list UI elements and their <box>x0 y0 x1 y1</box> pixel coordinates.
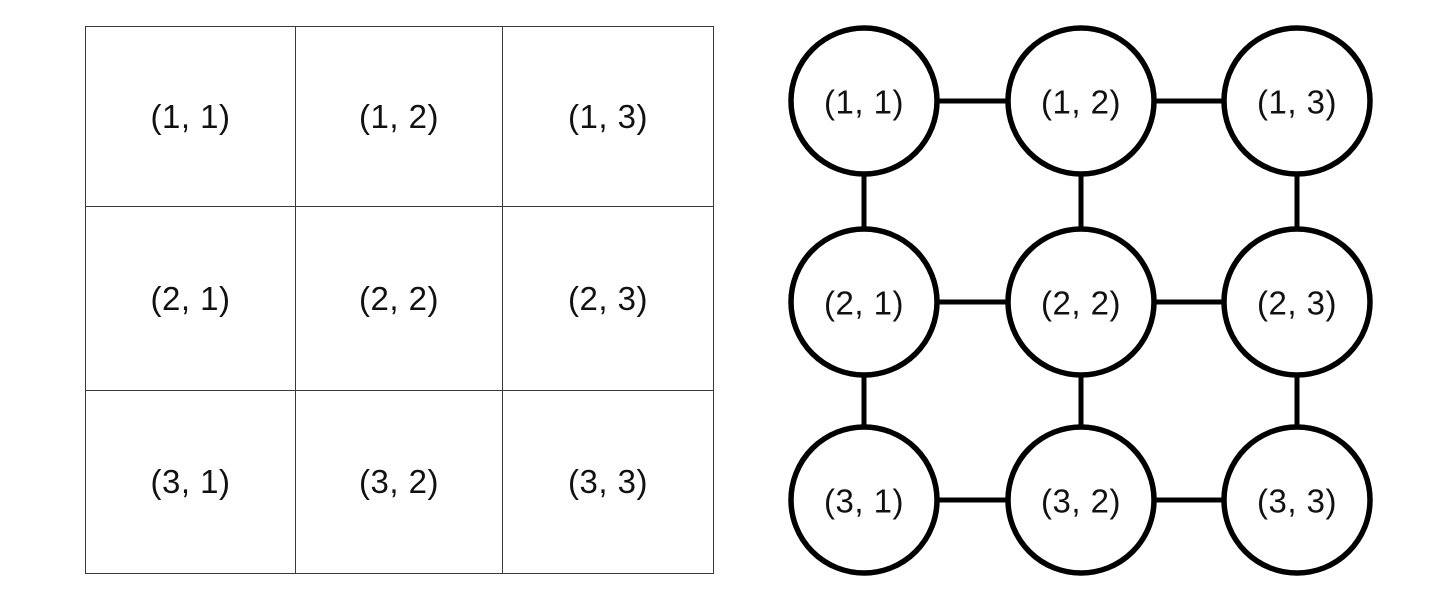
grid-cell-1-1: (1, 1) <box>85 26 296 207</box>
grid-cell-2-1: (2, 1) <box>85 206 296 391</box>
graph-node-3-3[interactable]: (3, 3) <box>1221 424 1373 576</box>
node-circle <box>1005 226 1157 378</box>
node-label: (1, 3) <box>1257 84 1337 121</box>
node-circle <box>788 226 940 378</box>
table-row: (1, 1) (1, 2) (1, 3) <box>85 26 714 207</box>
table-row: (3, 1) (3, 2) (3, 3) <box>85 390 714 574</box>
graph-panel: (1, 1) (1, 2) (1, 3) (2, 1) (2, 2) (2, 3) (3, … <box>760 0 1400 608</box>
node-label: (2, 1) <box>824 285 904 322</box>
graph-node-3-2[interactable]: (3, 2) <box>1005 424 1157 576</box>
graph-node-2-1[interactable]: (2, 1) <box>788 226 940 378</box>
grid-cell-2-2: (2, 2) <box>295 206 503 391</box>
node-layer: (1, 1) (1, 2) (1, 3) (2, 1) (2, 2) (2, 3) (3, … <box>788 25 1373 576</box>
node-label: (1, 2) <box>1041 84 1121 121</box>
grid-cell-2-3: (2, 3) <box>502 206 714 391</box>
graph-node-2-3[interactable]: (2, 3) <box>1221 226 1373 378</box>
grid-cell-3-1: (3, 1) <box>85 390 296 574</box>
grid-cell-1-2: (1, 2) <box>295 26 503 207</box>
grid-cell-1-3: (1, 3) <box>502 26 714 207</box>
table-row: (2, 1) (2, 2) (2, 3) <box>85 206 714 391</box>
grid-cell-3-2: (3, 2) <box>295 390 503 574</box>
graph-node-1-3[interactable]: (1, 3) <box>1221 25 1373 177</box>
node-circle <box>788 25 940 177</box>
grid-panel: (1, 1) (1, 2) (1, 3) (2, 1) (2, 2) (2, 3… <box>85 26 714 574</box>
node-circle <box>1221 226 1373 378</box>
node-label: (1, 1) <box>824 84 904 121</box>
graph-node-1-1[interactable]: (1, 1) <box>788 25 940 177</box>
node-circle <box>788 424 940 576</box>
node-circle <box>1221 424 1373 576</box>
grid-table-body: (1, 1) (1, 2) (1, 3) (2, 1) (2, 2) (2, 3… <box>85 26 714 574</box>
node-circle <box>1221 25 1373 177</box>
graph-node-1-2[interactable]: (1, 2) <box>1005 25 1157 177</box>
edge-layer <box>861 98 1300 503</box>
graph-diagram: (1, 1) (1, 2) (1, 3) (2, 1) (2, 2) (2, 3) (3, … <box>788 25 1373 576</box>
node-label: (2, 2) <box>1041 285 1121 322</box>
grid-table: (1, 1) (1, 2) (1, 3) (2, 1) (2, 2) (2, 3… <box>85 26 714 574</box>
node-circle <box>1005 424 1157 576</box>
graph-node-3-1[interactable]: (3, 1) <box>788 424 940 576</box>
node-label: (3, 1) <box>824 483 904 520</box>
node-label: (3, 3) <box>1257 483 1337 520</box>
node-circle <box>1005 25 1157 177</box>
node-label: (3, 2) <box>1041 483 1121 520</box>
graph-node-2-2[interactable]: (2, 2) <box>1005 226 1157 378</box>
node-label: (2, 3) <box>1257 285 1337 322</box>
grid-cell-3-3: (3, 3) <box>502 390 714 574</box>
